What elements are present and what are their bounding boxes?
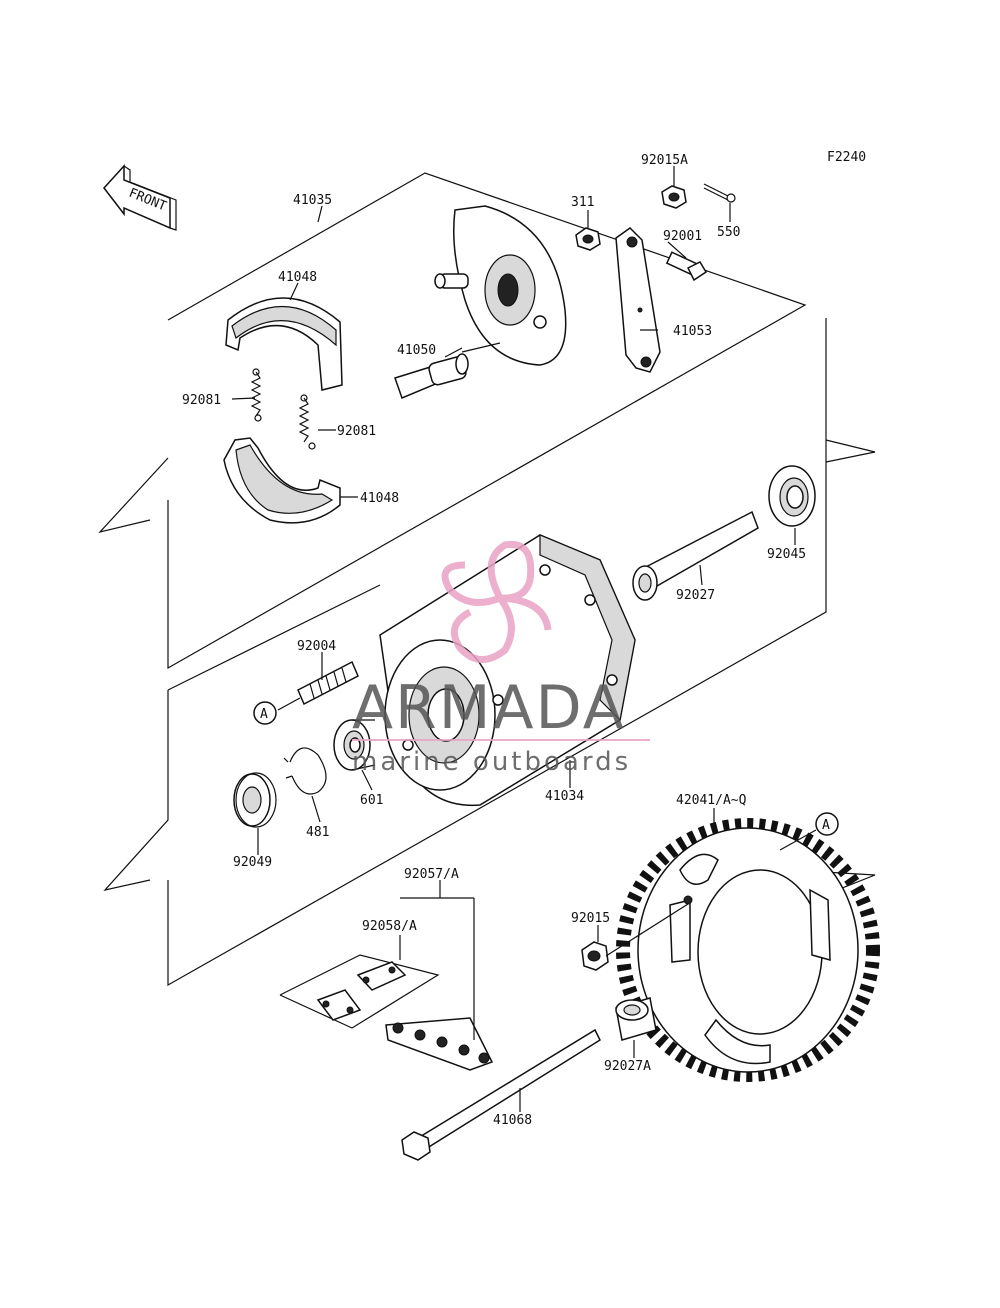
wheel-hub	[379, 534, 636, 807]
stud-92004	[297, 660, 359, 706]
callout-a-right-label: A	[822, 818, 830, 833]
watermark-tagline: marine outboards	[352, 747, 631, 777]
drive-chain	[385, 1017, 494, 1071]
leader-lines	[231, 166, 817, 1112]
collar-92027a	[615, 997, 657, 1041]
part-labels: 41035 41048 92081 92081 41048 41050 9201…	[182, 153, 806, 1128]
label-92057: 92057/A	[404, 867, 459, 882]
label-92081-right: 92081	[337, 424, 376, 439]
lower-group-frame-right	[167, 318, 827, 987]
bolt-92001	[665, 251, 708, 282]
label-41050: 41050	[397, 343, 436, 358]
brake-shoe-upper	[225, 297, 343, 391]
axle-41068	[401, 1028, 601, 1161]
label-42041: 42041/A~Q	[676, 793, 747, 808]
label-92058: 92058/A	[362, 919, 417, 934]
label-41035: 41035	[293, 193, 332, 208]
label-92001: 92001	[663, 229, 702, 244]
spring-left	[250, 368, 262, 422]
watermark-brand: ARMADA	[352, 673, 626, 743]
callout-a-right: A	[815, 812, 839, 836]
chain-joint-box	[279, 954, 440, 1029]
nut-311	[575, 227, 601, 251]
brake-camshaft	[394, 353, 469, 399]
label-41034: 41034	[545, 789, 584, 804]
brake-panel	[434, 205, 567, 366]
upper-group-frame	[167, 172, 807, 670]
nut-92015a	[661, 185, 687, 209]
bearing-601	[333, 719, 376, 771]
brake-lever	[615, 227, 661, 373]
label-41053: 41053	[673, 324, 712, 339]
label-41068: 41068	[493, 1113, 532, 1128]
label-92015: 92015	[571, 911, 610, 926]
callout-a-left: A	[253, 701, 277, 725]
front-arrow-icon: FRONT	[103, 164, 177, 231]
callout-a-left-label: A	[260, 707, 268, 722]
spacer-92027	[632, 510, 759, 601]
spring-right	[298, 394, 316, 450]
bearing-92045	[768, 465, 816, 527]
circlip-481	[283, 747, 327, 795]
label-92004: 92004	[297, 639, 336, 654]
label-550: 550	[717, 225, 740, 240]
label-481: 481	[306, 825, 329, 840]
label-41048-upper: 41048	[278, 270, 317, 285]
label-92045: 92045	[767, 547, 806, 562]
label-41048-lower: 41048	[360, 491, 399, 506]
lower-group-frame-top	[167, 584, 381, 691]
label-92027: 92027	[676, 588, 715, 603]
oil-seal-92049	[233, 772, 277, 828]
label-311: 311	[571, 195, 594, 210]
cotter-pin-550	[703, 183, 736, 203]
watermark: ARMADA marine outboards	[352, 540, 650, 777]
label-92049: 92049	[233, 855, 272, 870]
rear-sprocket	[616, 818, 880, 1082]
propeller-logo-icon	[441, 540, 552, 663]
label-92015a: 92015A	[641, 153, 688, 168]
label-92027a: 92027A	[604, 1059, 651, 1074]
right-break	[825, 439, 876, 463]
chain-joint-link	[316, 961, 407, 1021]
nut-92015	[581, 941, 609, 971]
label-601: 601	[360, 793, 383, 808]
figure-code: F2240	[827, 150, 866, 165]
brake-shoe-lower	[223, 437, 341, 524]
lower-group-frame-left	[103, 690, 169, 891]
upper-left-break	[98, 457, 169, 534]
label-92081-left: 92081	[182, 393, 221, 408]
